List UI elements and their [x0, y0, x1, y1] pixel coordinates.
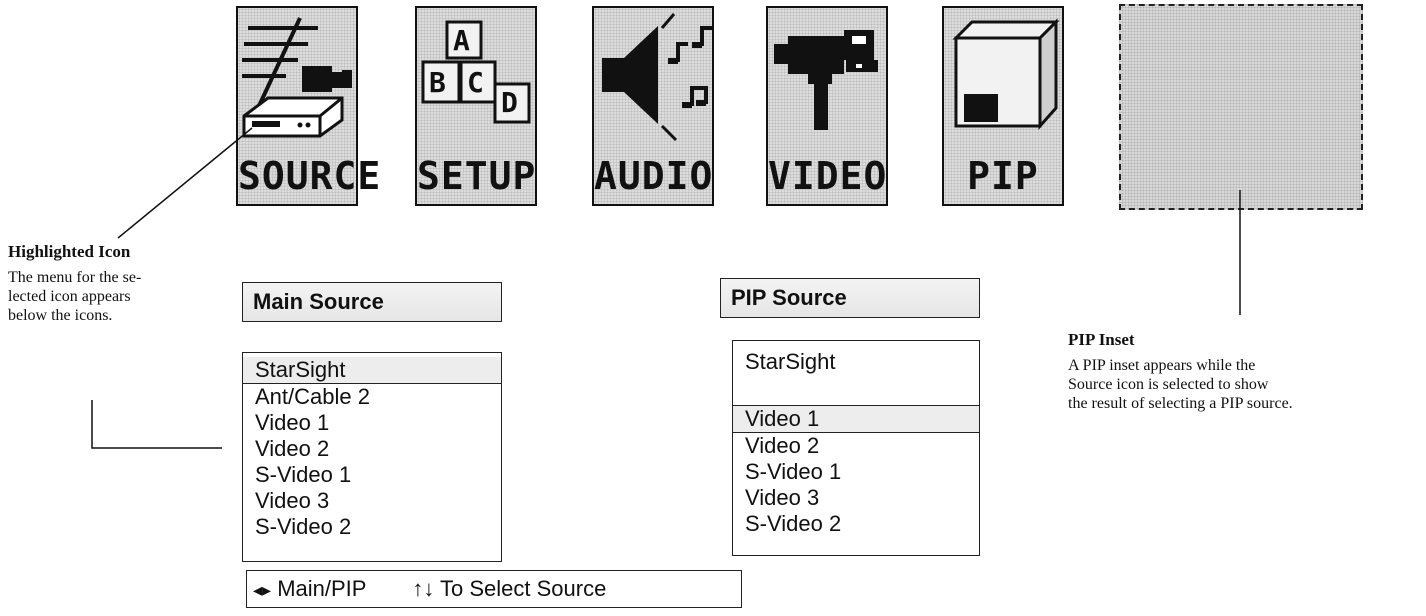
highlighted-note-line: The menu for the se-: [8, 269, 142, 286]
pip-source-item-s-video-2[interactable]: S-Video 2: [745, 511, 842, 536]
pip-window-icon: [952, 18, 1060, 130]
setup-block-b: B: [429, 66, 446, 99]
pip-icon-tile[interactable]: PIP: [942, 6, 1064, 206]
pip-source-list: StarSight Video 1 Video 2 S-Video 1 Vide…: [732, 340, 980, 556]
highlighted-icon-note: Highlighted Icon The menu for the se- le…: [8, 242, 238, 325]
speaker-music-notes-icon: [602, 13, 712, 142]
main-source-item-ant-cable-2[interactable]: Ant/Cable 2: [255, 384, 370, 409]
main-source-item-s-video-1[interactable]: S-Video 1: [255, 462, 352, 487]
pip-source-item-video-1[interactable]: Video 1: [733, 405, 979, 433]
setup-block-a: A: [453, 24, 470, 57]
setup-icon-tile[interactable]: A B C D SETUP: [415, 6, 537, 206]
audio-icon-tile[interactable]: AUDIO: [592, 6, 714, 206]
main-source-item-starsight[interactable]: StarSight: [243, 357, 501, 384]
pip-label: PIP: [967, 154, 1039, 198]
pip-source-item-video-3[interactable]: Video 3: [745, 485, 820, 510]
main-source-header: Main Source: [242, 282, 502, 322]
up-down-arrows-icon: ↑↓: [412, 576, 435, 601]
main-source-list: StarSight Ant/Cable 2 Video 1 Video 2 S-…: [242, 352, 502, 562]
highlighted-note-line: below the icons.: [8, 307, 113, 324]
pip-source-item-starsight[interactable]: StarSight: [745, 349, 836, 374]
select-source-hint: To Select Source: [440, 576, 607, 601]
main-source-item-video-1[interactable]: Video 1: [255, 410, 330, 435]
main-source-item-video-2[interactable]: Video 2: [255, 436, 330, 461]
audio-label: AUDIO: [594, 154, 714, 198]
antenna-camcorder-vcr-icon: [242, 17, 352, 138]
pip-inset-note: PIP Inset A PIP inset appears while the …: [1068, 330, 1424, 413]
main-pip-hint: Main/PIP: [277, 576, 367, 601]
pip-inset-title: PIP Inset: [1068, 330, 1135, 349]
left-right-arrows-icon: ◂▸: [253, 580, 272, 600]
pip-source-item-video-2[interactable]: Video 2: [745, 433, 820, 458]
highlight-callout-line: [117, 127, 253, 239]
highlighted-icon-title: Highlighted Icon: [8, 242, 131, 261]
highlighted-note-line: lected icon appears: [8, 288, 131, 305]
abc-blocks-icon: A B C D: [421, 20, 531, 124]
main-source-item-video-3[interactable]: Video 3: [255, 488, 330, 513]
setup-block-d: D: [501, 86, 518, 119]
movie-camera-icon: [774, 30, 878, 130]
pip-source-header: PIP Source: [720, 278, 980, 318]
menu-bracket-line: [91, 400, 222, 449]
pip-inset-note-line: the result of selecting a PIP source.: [1068, 395, 1293, 412]
pip-source-item-s-video-1[interactable]: S-Video 1: [745, 459, 842, 484]
navigation-help-bar: ◂▸ Main/PIP ↑↓ To Select Source: [246, 570, 742, 608]
pip-inset-note-line: A PIP inset appears while the: [1068, 357, 1256, 374]
main-source-item-s-video-2[interactable]: S-Video 2: [255, 514, 352, 539]
video-icon-tile[interactable]: VIDEO: [766, 6, 888, 206]
pip-inset-preview: [1119, 4, 1363, 210]
source-icon-tile[interactable]: SOURCE: [236, 6, 380, 206]
setup-block-c: C: [467, 66, 484, 99]
video-label: VIDEO: [768, 154, 888, 198]
setup-label: SETUP: [417, 154, 537, 198]
pip-inset-note-line: Source icon is selected to show: [1068, 376, 1269, 393]
